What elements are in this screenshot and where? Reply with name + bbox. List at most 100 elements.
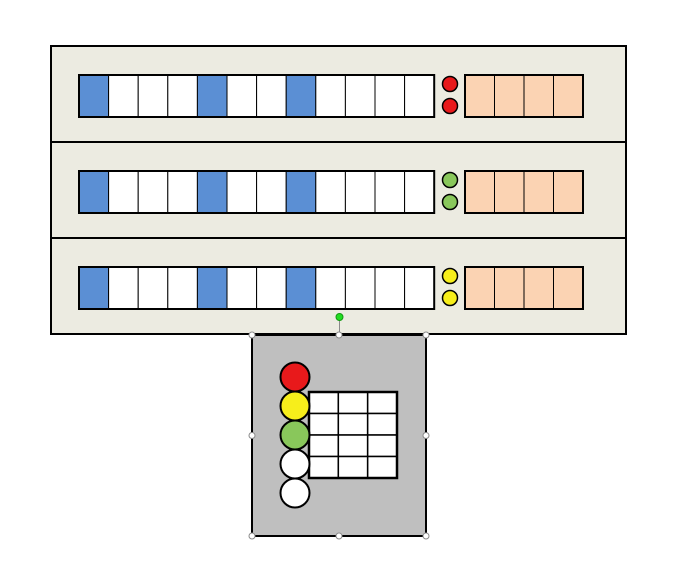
port-cell-white xyxy=(226,170,258,214)
drive-bay xyxy=(494,266,525,310)
status-indicators xyxy=(441,75,459,115)
port-cell-white xyxy=(404,74,435,118)
port-cell-blue xyxy=(196,266,228,310)
keypad-key xyxy=(366,412,398,436)
keypad-key xyxy=(337,391,369,415)
keypad-key xyxy=(308,391,340,415)
rack-unit xyxy=(50,45,627,335)
resize-handle[interactable] xyxy=(422,432,430,439)
port-cell-blue xyxy=(285,266,317,310)
port-cell-white xyxy=(226,266,258,310)
status-indicators xyxy=(441,171,459,211)
port-cell-white xyxy=(226,74,258,118)
keypad-key xyxy=(308,455,340,479)
port-cell-white xyxy=(137,266,169,310)
rack-row-1 xyxy=(50,45,627,143)
keypad-key xyxy=(337,412,369,436)
resize-handle[interactable] xyxy=(335,331,343,339)
port-cell-white xyxy=(167,266,198,310)
port-cell-white xyxy=(344,266,376,310)
light-green xyxy=(279,419,311,451)
control-panel[interactable] xyxy=(251,334,427,537)
port-cell-white xyxy=(374,266,406,310)
port-cell-white xyxy=(344,74,376,118)
port-cell-white xyxy=(315,170,346,214)
rack-row-3 xyxy=(50,237,627,335)
port-cell-white xyxy=(374,74,406,118)
indicator-yellow-led xyxy=(441,289,459,307)
keypad-key xyxy=(308,434,340,458)
port-cell-white xyxy=(108,170,139,214)
keypad-grid xyxy=(307,390,399,480)
indicator-yellow-led xyxy=(441,267,459,285)
port-cell-white xyxy=(256,266,287,310)
drive-bay xyxy=(464,266,495,310)
port-cell-white xyxy=(404,170,435,214)
indicator-green-led xyxy=(441,171,459,189)
rotate-handle[interactable] xyxy=(335,313,344,321)
drive-bays xyxy=(464,170,584,214)
port-cell-white xyxy=(137,74,169,118)
drive-bays-border xyxy=(464,170,584,214)
port-cell-white xyxy=(137,170,169,214)
resize-handle[interactable] xyxy=(422,331,430,339)
indicator-red-led xyxy=(441,75,459,93)
port-cell-white xyxy=(315,266,346,310)
port-cell-blue xyxy=(78,266,110,310)
indicator-red-led xyxy=(441,97,459,115)
status-indicators xyxy=(441,267,459,307)
resize-handle[interactable] xyxy=(335,532,343,540)
drive-bay xyxy=(464,170,495,214)
port-strip xyxy=(78,74,436,118)
port-cell-blue xyxy=(196,74,228,118)
keypad-key xyxy=(366,455,398,479)
resize-handle[interactable] xyxy=(248,532,256,540)
port-cell-white xyxy=(404,266,435,310)
port-cell-blue xyxy=(285,170,317,214)
keypad-key xyxy=(308,412,340,436)
drive-bay xyxy=(553,266,584,310)
port-cell-blue xyxy=(78,170,110,214)
port-strip-border xyxy=(78,74,436,118)
panel-lights xyxy=(279,361,311,509)
selection-handles[interactable] xyxy=(248,313,430,540)
drive-bay xyxy=(553,74,584,118)
light-white xyxy=(279,448,311,480)
port-cell-blue xyxy=(78,74,110,118)
rack-row-2 xyxy=(50,141,627,239)
resize-handle[interactable] xyxy=(422,532,430,540)
keypad-key xyxy=(337,434,369,458)
port-strip xyxy=(78,170,436,214)
drive-bay xyxy=(523,170,554,214)
keypad-key xyxy=(366,434,398,458)
port-cell-white xyxy=(167,170,198,214)
port-cell-white xyxy=(256,170,287,214)
resize-handle[interactable] xyxy=(248,331,256,339)
resize-handle[interactable] xyxy=(248,432,256,439)
drive-bays xyxy=(464,74,584,118)
drive-bay xyxy=(553,170,584,214)
indicator-green-led xyxy=(441,193,459,211)
drive-bays xyxy=(464,266,584,310)
port-cell-white xyxy=(108,266,139,310)
drive-bays-border xyxy=(464,266,584,310)
port-strip-border xyxy=(78,266,436,310)
drive-bay xyxy=(523,74,554,118)
port-cell-blue xyxy=(285,74,317,118)
port-cell-white xyxy=(167,74,198,118)
light-white xyxy=(279,477,311,509)
port-cell-white xyxy=(315,74,346,118)
light-red xyxy=(279,361,311,393)
drive-bay xyxy=(494,170,525,214)
keypad-key xyxy=(366,391,398,415)
port-strip xyxy=(78,266,436,310)
port-cell-white xyxy=(344,170,376,214)
port-strip-border xyxy=(78,170,436,214)
drive-bay xyxy=(494,74,525,118)
port-cell-white xyxy=(374,170,406,214)
port-cell-blue xyxy=(196,170,228,214)
drive-bay xyxy=(464,74,495,118)
light-yellow xyxy=(279,390,311,422)
